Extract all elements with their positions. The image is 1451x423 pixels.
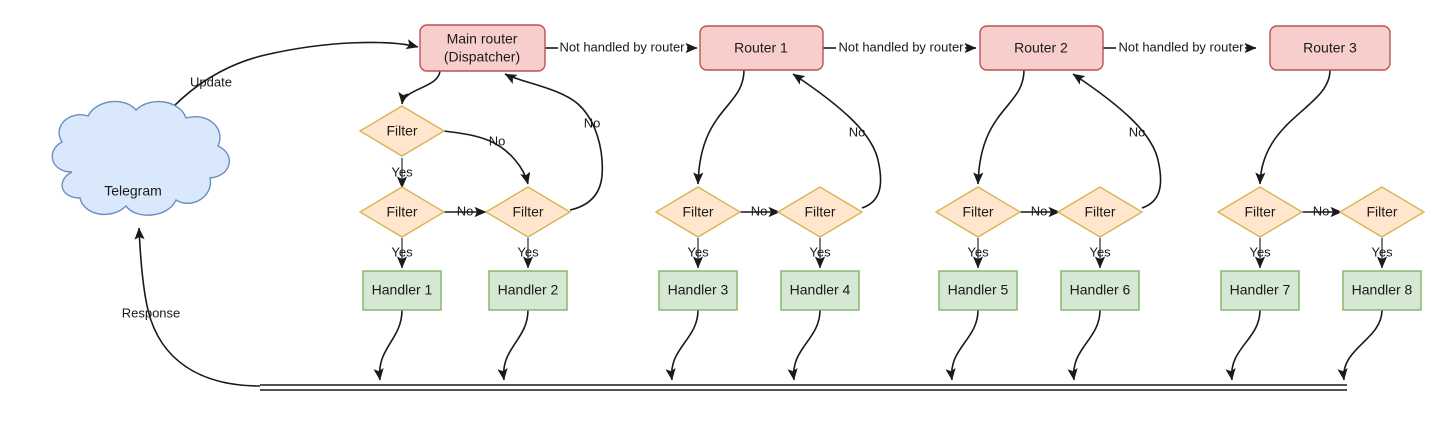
edge-h6-to-bus [1067, 309, 1101, 381]
node-filter-7[interactable]: Filter [1216, 186, 1304, 238]
router-2-label: Router 2 [1014, 40, 1068, 56]
handler-8-label: Handler 8 [1352, 282, 1413, 298]
router-1-label: Router 1 [734, 40, 788, 56]
edge-f6-no-router2 [1072, 73, 1162, 209]
edge-h2-to-bus [497, 309, 529, 381]
handler-4-label: Handler 4 [790, 282, 851, 298]
label-yes-7: Yes [1089, 244, 1111, 259]
node-handler-4[interactable]: Handler 4 [780, 270, 860, 311]
label-yes-4: Yes [687, 244, 709, 259]
filter-5-label: Filter [962, 204, 993, 220]
filter-1-label: Filter [386, 204, 417, 220]
filter-2-label: Filter [512, 204, 543, 220]
label-no-f7-f8: No [1313, 203, 1330, 218]
label-yes-5: Yes [809, 244, 831, 259]
edge-f0-no-f2 [443, 130, 531, 185]
label-not-handled-1: Not handled by router [559, 39, 685, 54]
node-filter-2[interactable]: Filter [484, 186, 572, 238]
filter-4-label: Filter [804, 204, 835, 220]
node-router-1[interactable]: Router 1 [699, 25, 824, 71]
node-handler-2[interactable]: Handler 2 [488, 270, 568, 311]
edge-router1-to-f3 [693, 69, 745, 185]
node-handler-8[interactable]: Handler 8 [1342, 270, 1422, 311]
node-filter-3[interactable]: Filter [654, 186, 742, 238]
filter-6-label: Filter [1084, 204, 1115, 220]
label-yes-8: Yes [1249, 244, 1271, 259]
filter-0-label: Filter [386, 123, 417, 139]
router-dispatcher-label-line1: Main router [447, 31, 518, 47]
label-response: Response [122, 305, 181, 320]
label-no-f1-f2: No [457, 203, 474, 218]
handler-5-label: Handler 5 [948, 282, 1009, 298]
response-bus [260, 384, 1347, 391]
edge-h8-to-bus [1337, 309, 1383, 381]
router-3-label: Router 3 [1303, 40, 1357, 56]
edge-h7-to-bus [1225, 309, 1261, 381]
label-yes-9: Yes [1371, 244, 1393, 259]
edge-f4-no-router1 [792, 73, 882, 209]
label-no-f2-dispatcher: No [584, 115, 601, 130]
label-no-f6-router2: No [1129, 124, 1146, 139]
label-not-handled-2: Not handled by router [838, 39, 964, 54]
router-dispatcher-label-line2: (Dispatcher) [444, 49, 520, 65]
edge-f2-no-dispatcher [504, 73, 604, 211]
node-handler-5[interactable]: Handler 5 [938, 270, 1018, 311]
node-handler-6[interactable]: Handler 6 [1060, 270, 1140, 311]
edge-h1-to-bus [373, 309, 403, 381]
telegram-label: Telegram [104, 183, 162, 199]
node-filter-6[interactable]: Filter [1056, 186, 1144, 238]
handler-3-label: Handler 3 [668, 282, 729, 298]
node-telegram-cloud[interactable]: Telegram [51, 100, 231, 216]
label-no-f0-f2: No [489, 133, 506, 148]
node-handler-1[interactable]: Handler 1 [362, 270, 442, 311]
node-filter-4[interactable]: Filter [776, 186, 864, 238]
label-yes-3: Yes [517, 244, 539, 259]
edge-router3-to-f7 [1255, 69, 1331, 185]
node-router-3[interactable]: Router 3 [1269, 25, 1391, 71]
filter-3-label: Filter [682, 204, 713, 220]
label-yes-1: Yes [391, 164, 413, 179]
label-update: Update [190, 74, 232, 89]
label-no-f3-f4: No [751, 203, 768, 218]
filter-8-label: Filter [1366, 204, 1397, 220]
edge-response [134, 227, 261, 387]
label-yes-6: Yes [967, 244, 989, 259]
edge-h3-to-bus [665, 309, 699, 381]
edge-h5-to-bus [945, 309, 979, 381]
edge-h4-to-bus [787, 309, 821, 381]
node-handler-7[interactable]: Handler 7 [1220, 270, 1300, 311]
node-filter-0[interactable]: Filter [358, 105, 446, 157]
node-router-2[interactable]: Router 2 [979, 25, 1104, 71]
label-no-f5-f6: No [1031, 203, 1048, 218]
node-router-dispatcher[interactable]: Main router (Dispatcher) [419, 24, 546, 72]
node-filter-5[interactable]: Filter [934, 186, 1022, 238]
label-no-f4-router1: No [849, 124, 866, 139]
handler-6-label: Handler 6 [1070, 282, 1131, 298]
node-handler-3[interactable]: Handler 3 [658, 270, 738, 311]
handler-2-label: Handler 2 [498, 282, 559, 298]
edge-router2-to-f5 [973, 69, 1025, 185]
label-yes-2: Yes [391, 244, 413, 259]
label-not-handled-3: Not handled by router [1118, 39, 1244, 54]
handler-7-label: Handler 7 [1230, 282, 1291, 298]
filter-7-label: Filter [1244, 204, 1275, 220]
handler-1-label: Handler 1 [372, 282, 433, 298]
node-filter-1[interactable]: Filter [358, 186, 446, 238]
node-filter-8[interactable]: Filter [1338, 186, 1426, 238]
edge-dispatcher-to-f0 [398, 69, 441, 105]
